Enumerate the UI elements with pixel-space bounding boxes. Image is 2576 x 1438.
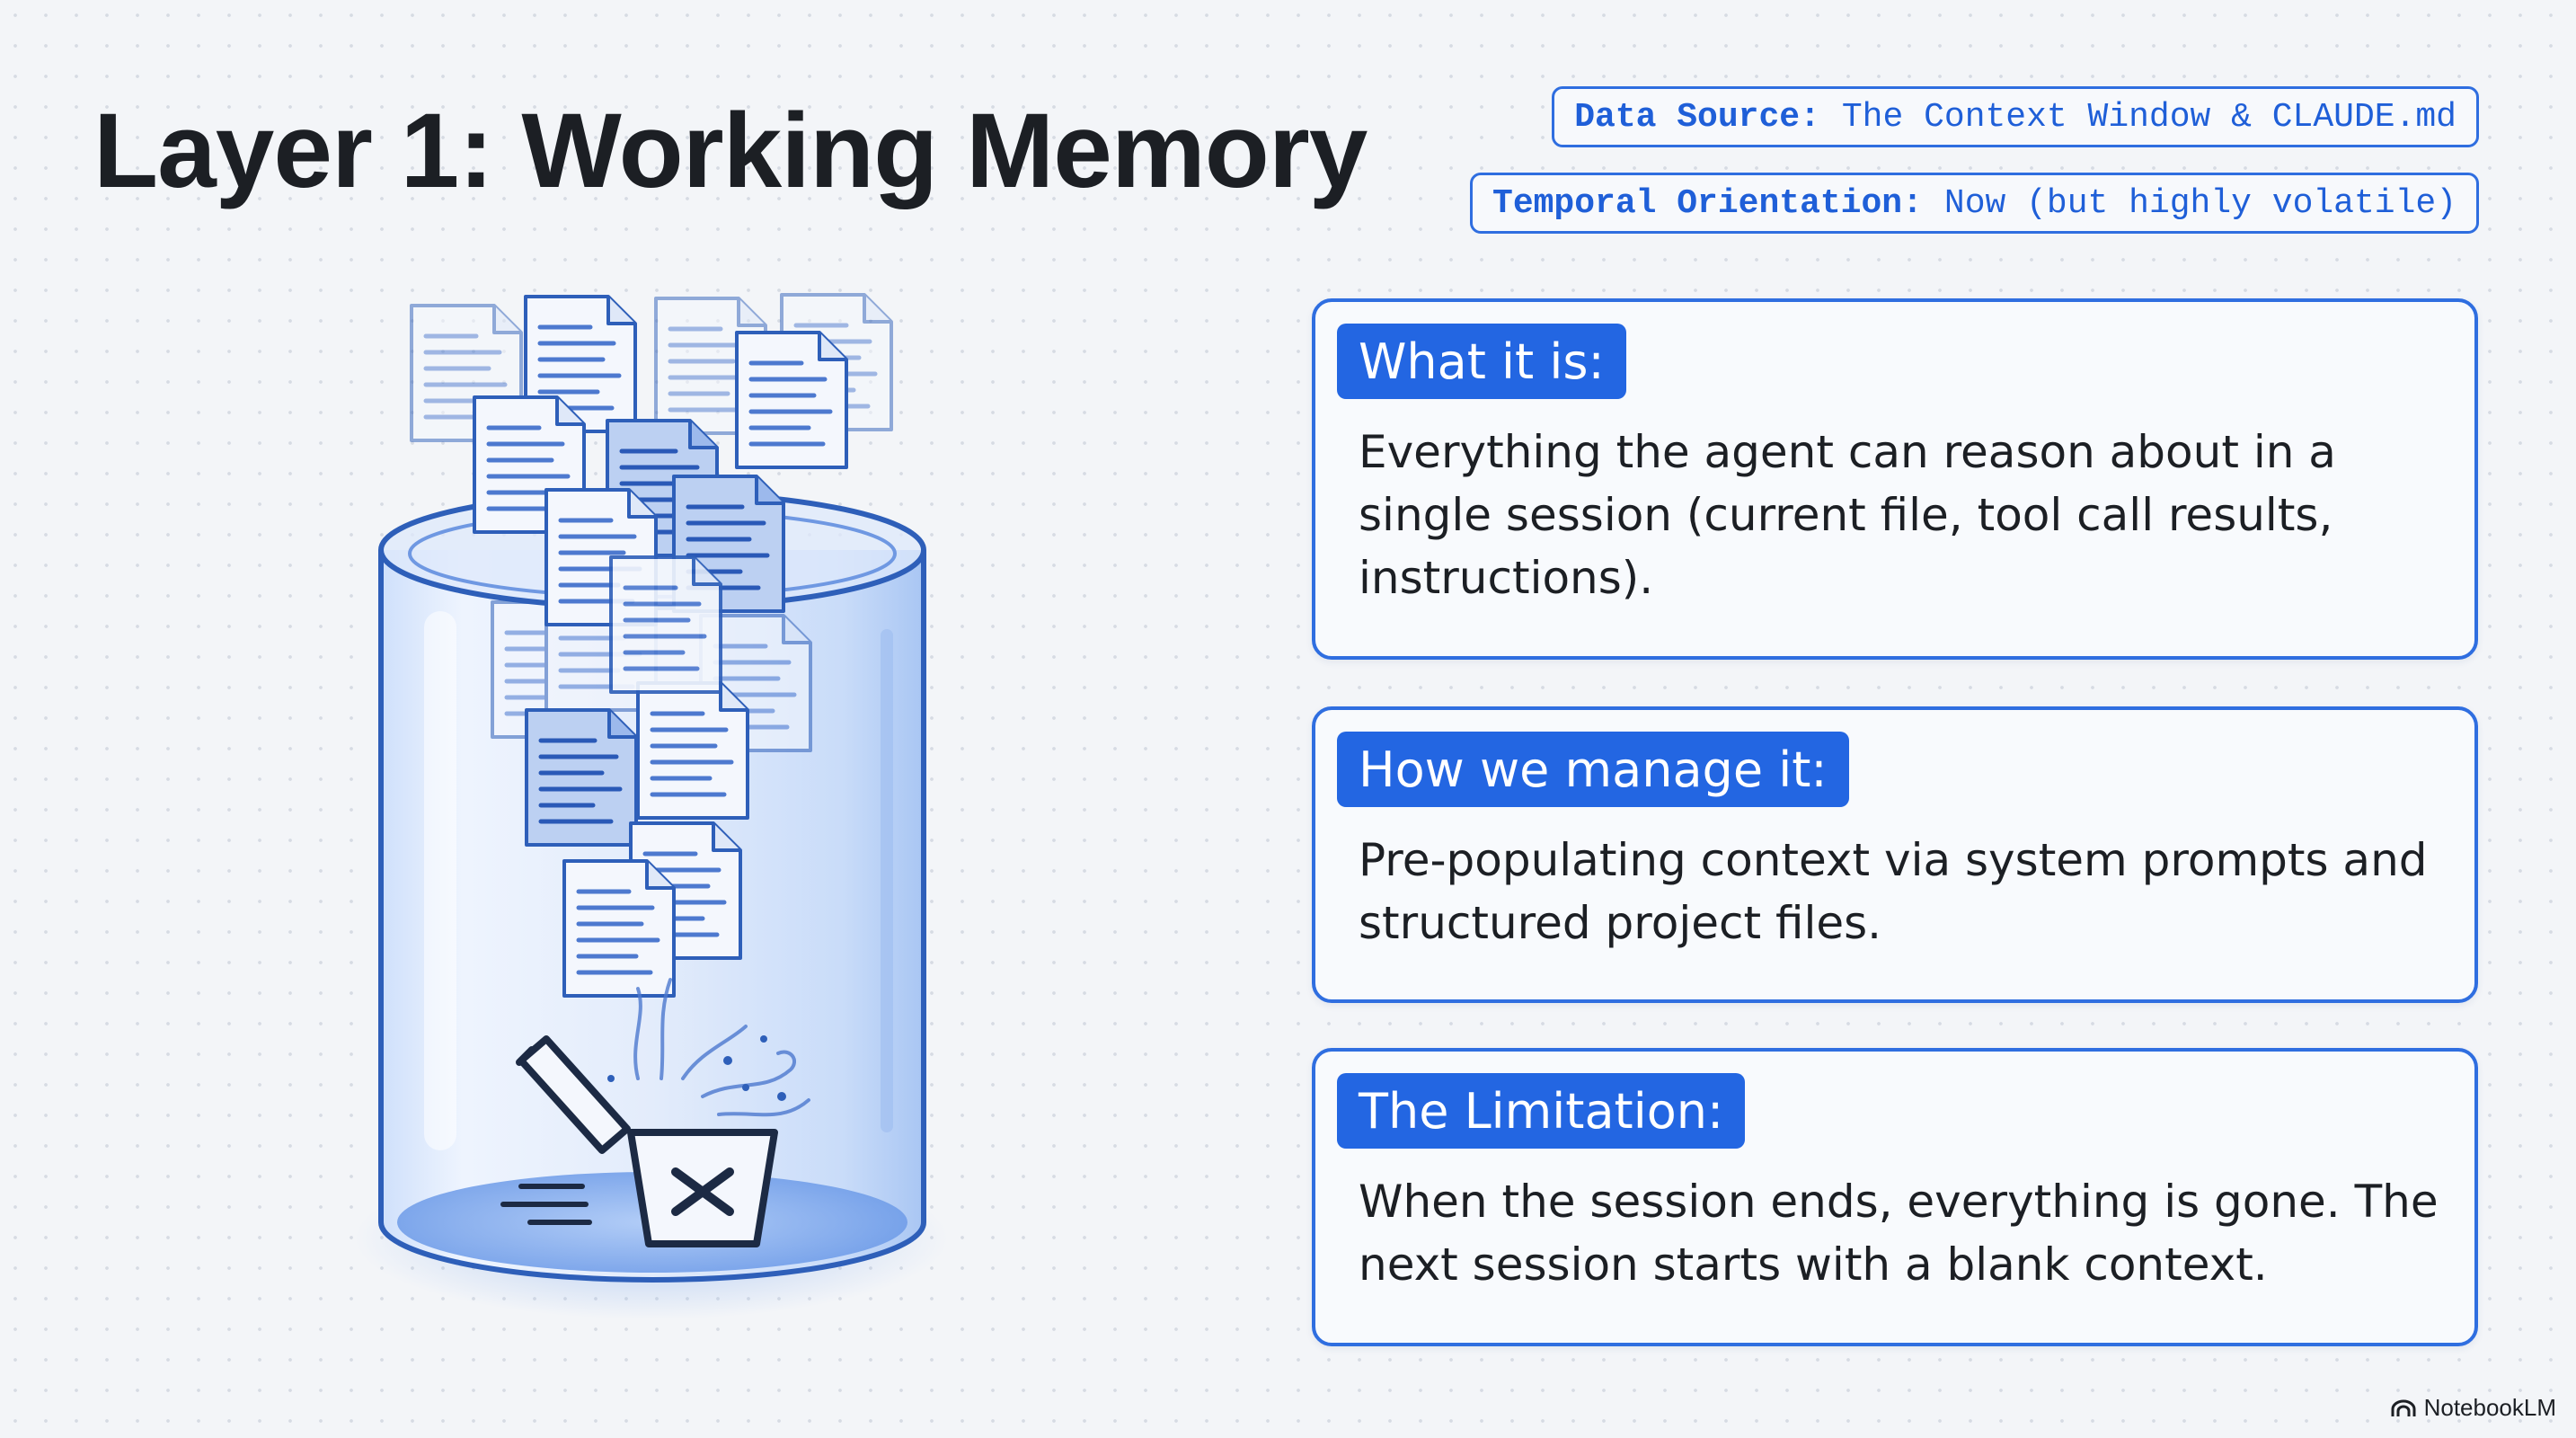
working-memory-illustration: [355, 288, 948, 1319]
what-it-is-card: What it is: Everything the agent can rea…: [1312, 298, 2478, 660]
data-source-key: Data Source:: [1574, 97, 1820, 137]
data-source-value: The Context Window & CLAUDE.md: [1841, 97, 2456, 137]
notebooklm-logo-icon: [2391, 1399, 2416, 1416]
slide-title: Layer 1: Working Memory: [93, 92, 1368, 210]
how-we-manage-it-card: How we manage it: Pre-populating context…: [1312, 706, 2478, 1003]
temporal-orientation-tag: Temporal Orientation: Now (but highly vo…: [1470, 173, 2479, 234]
limitation-card: The Limitation: When the session ends, e…: [1312, 1048, 2478, 1346]
how-we-manage-it-label: How we manage it:: [1337, 732, 1849, 807]
brand-name: NotebookLM: [2423, 1394, 2556, 1421]
how-we-manage-it-text: Pre-populating context via system prompt…: [1359, 834, 2428, 949]
limitation-label: The Limitation:: [1337, 1073, 1746, 1149]
temporal-orientation-value: Now (but highly volatile): [1943, 183, 2456, 223]
what-it-is-label: What it is:: [1337, 324, 1626, 399]
temporal-orientation-key: Temporal Orientation:: [1492, 183, 1923, 223]
trash-icon: [500, 1035, 778, 1247]
data-source-tag: Data Source: The Context Window & CLAUDE…: [1552, 86, 2479, 147]
limitation-text: When the session ends, everything is gon…: [1359, 1176, 2439, 1291]
what-it-is-text: Everything the agent can reason about in…: [1359, 426, 2336, 604]
notebooklm-watermark: NotebookLM: [2390, 1394, 2556, 1422]
